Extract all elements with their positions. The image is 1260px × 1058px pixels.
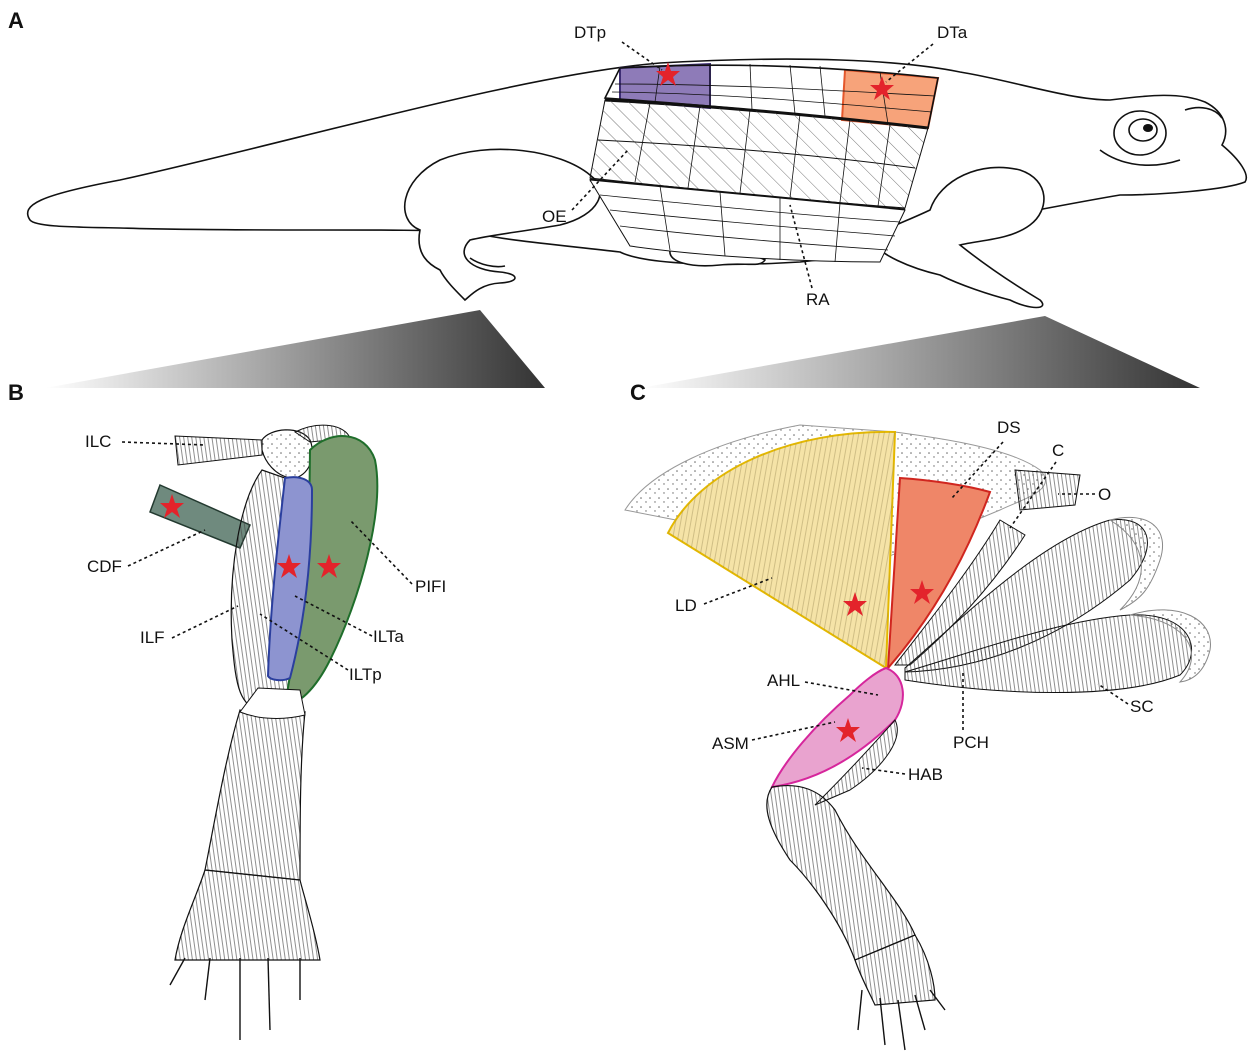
label-ahl: AHL (767, 671, 800, 690)
o-muscle (1015, 470, 1080, 510)
foot (175, 870, 320, 960)
panel-a: A (8, 8, 1246, 388)
label-ilc: ILC (85, 432, 111, 451)
panel-label-b: B (8, 380, 24, 405)
label-sc: SC (1130, 697, 1154, 716)
eye-icon (1114, 111, 1166, 155)
label-ilta: ILTa (373, 627, 404, 646)
label-asm: ASM (712, 734, 749, 753)
label-hab: HAB (908, 765, 943, 784)
panel-label-a: A (8, 8, 24, 33)
label-pifi: PIFI (415, 577, 446, 596)
label-dta: DTa (937, 23, 968, 42)
panel-label-c: C (630, 380, 646, 405)
toes (170, 958, 300, 1040)
zoom-wedge-left (45, 310, 545, 388)
panel-b: B ILC CDF ILF (8, 380, 446, 1040)
shank (205, 710, 305, 880)
hind-limb-outline (405, 149, 600, 300)
panel-c: C DS (625, 380, 1210, 1050)
ilc-muscle (175, 436, 262, 465)
forearm (767, 786, 915, 960)
label-pch: PCH (953, 733, 989, 752)
zoom-wedge-right (640, 316, 1200, 388)
label-ld: LD (675, 596, 697, 615)
label-c: C (1052, 441, 1064, 460)
label-dtp: DTp (574, 23, 606, 42)
label-ra: RA (806, 290, 830, 309)
label-o: O (1098, 485, 1111, 504)
label-oe: OE (542, 207, 567, 226)
label-ds: DS (997, 418, 1021, 437)
label-iltp: ILTp (349, 665, 382, 684)
label-ilf: ILF (140, 628, 165, 647)
label-cdf: CDF (87, 557, 122, 576)
